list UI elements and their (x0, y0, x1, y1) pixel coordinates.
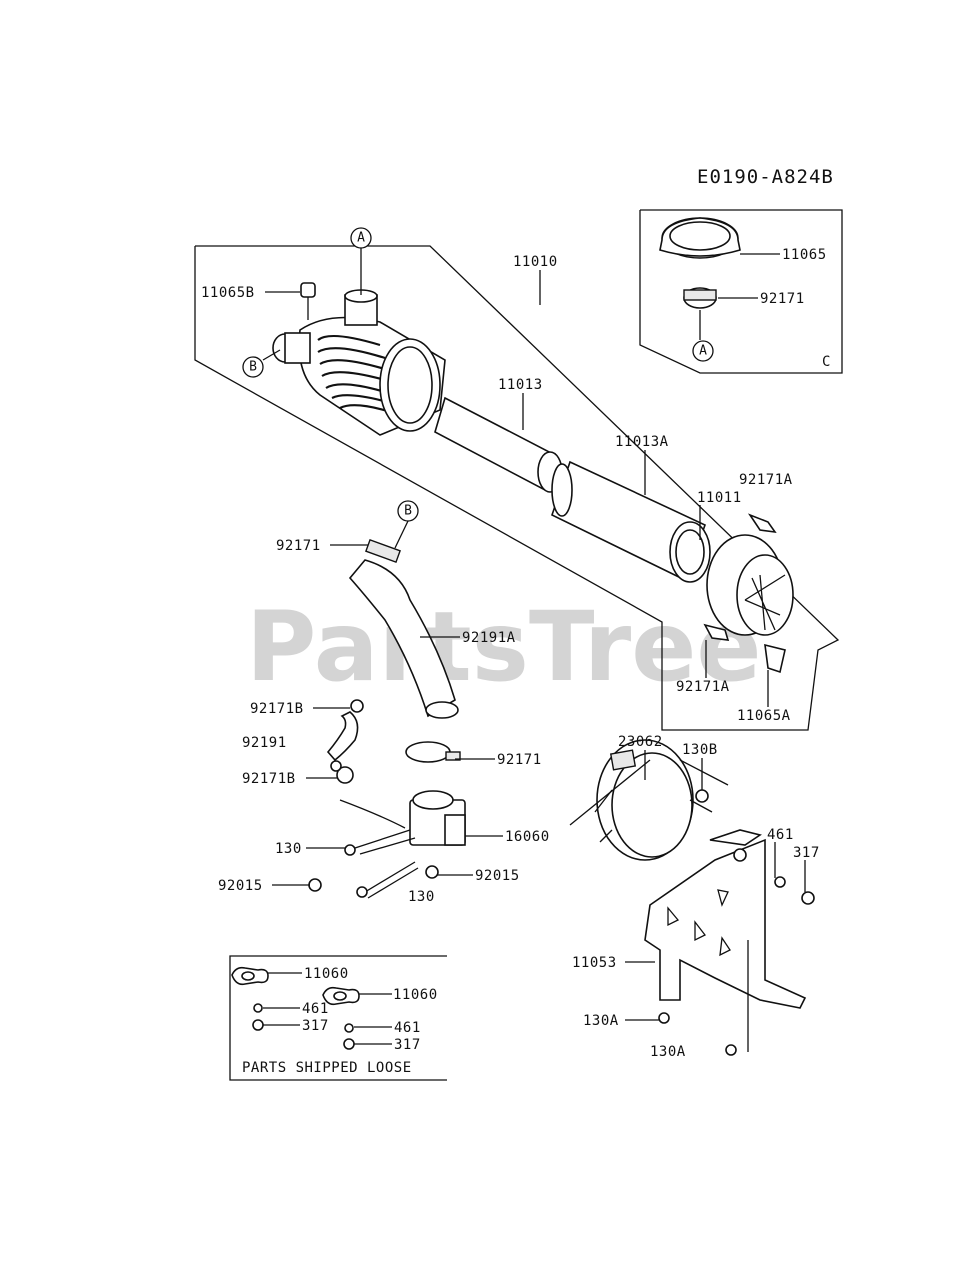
air-cleaner-body (272, 282, 446, 436)
label-11053: 11053 (572, 955, 617, 971)
diagram-code: E0190-A824B (697, 166, 834, 188)
label-92171a-top: 92171A (739, 472, 793, 488)
label-11065a: 11065A (737, 708, 791, 724)
label-130a-bolt: 130A (650, 1044, 686, 1060)
callout-b-hose: B (394, 500, 419, 549)
inner-filter (434, 396, 563, 493)
label-92171-clamp: 92171 (497, 752, 542, 768)
inset-c-box: C (639, 209, 843, 374)
label-92191: 92191 (242, 735, 287, 751)
small-hose (326, 699, 364, 784)
label-92171b-top: 92171B (250, 701, 304, 717)
intake-hose (348, 538, 459, 719)
label-92191a: 92191A (462, 630, 516, 646)
watermark: PartsTree (246, 591, 761, 703)
label-130b: 130B (682, 742, 718, 758)
label-461-right: 461 (767, 827, 794, 843)
end-cap (703, 513, 794, 674)
label-11060-b: 11060 (393, 987, 438, 1003)
airfilter-frame (194, 245, 840, 731)
outer-filter (551, 460, 711, 583)
label-130-left: 130 (275, 841, 302, 857)
svg-text:B: B (249, 360, 257, 375)
callout-a-inset: A (692, 340, 714, 362)
label-11013a: 11013A (615, 434, 669, 450)
label-130a-nut: 130A (583, 1013, 619, 1029)
duct-ring (569, 739, 729, 861)
label-461-a: 461 (302, 1001, 329, 1017)
svg-text:B: B (404, 504, 412, 519)
label-92015-right: 92015 (475, 868, 520, 884)
label-92015-left: 92015 (218, 878, 263, 894)
shroud-bracket (644, 829, 815, 1056)
label-92171b-bottom: 92171B (242, 771, 296, 787)
leader-lines (263, 253, 806, 1045)
label-317-b: 317 (394, 1037, 421, 1053)
elbow (308, 790, 466, 899)
label-11013: 11013 (498, 377, 543, 393)
loose-parts-box: PARTS SHIPPED LOOSE (229, 955, 447, 1081)
label-92171a-bottom: 92171A (676, 679, 730, 695)
svg-text:A: A (357, 231, 365, 246)
label-92171-inset: 92171 (760, 291, 805, 307)
svg-text:A: A (699, 344, 707, 359)
label-317-right: 317 (793, 845, 820, 861)
label-92171-b: 92171 (276, 538, 321, 554)
label-11065b: 11065B (201, 285, 255, 301)
label-461-b: 461 (394, 1020, 421, 1036)
callout-b-left: B (242, 349, 281, 378)
label-11011: 11011 (697, 490, 742, 506)
part-labels: 11010 11065 92171 11065B 11013 11013A 92… (201, 247, 827, 1060)
hose-clamp (405, 741, 461, 763)
label-11060-a: 11060 (304, 966, 349, 982)
label-23062: 23062 (618, 734, 663, 750)
loose-parts-caption: PARTS SHIPPED LOOSE (242, 1060, 412, 1076)
label-317-a: 317 (302, 1018, 329, 1034)
inset-letter: C (822, 354, 831, 370)
label-130-bottom: 130 (408, 889, 435, 905)
label-11065: 11065 (782, 247, 827, 263)
callout-a-top: A (350, 227, 372, 295)
label-16060: 16060 (505, 829, 550, 845)
label-11010: 11010 (513, 254, 558, 270)
